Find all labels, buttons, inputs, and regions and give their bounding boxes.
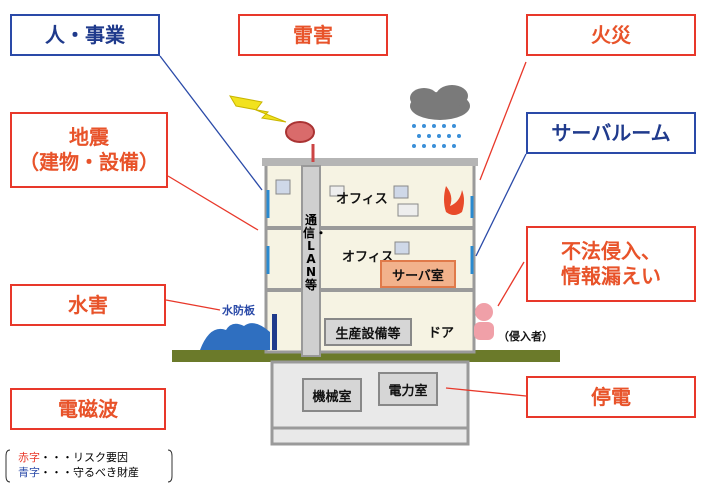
server-room-box: サーバ室 [380,260,456,288]
label-flood: 水害 [10,284,166,326]
fire-icon [444,186,464,215]
water-barrier [272,314,277,350]
legend-red-desc: ・・・リスク要因 [40,451,128,464]
electrical-room: 電力室 [378,372,438,406]
label-unauthorized: 不法侵入、 情報漏えい [526,226,696,302]
label-power-outage: 停電 [526,376,696,418]
label-fire: 火災 [526,14,696,56]
office-upper-label: オフィス [336,192,388,207]
label-server-room: サーバルーム [526,112,696,154]
machinery-room: 機械室 [302,378,362,412]
legend-blue-desc: ・・・守るべき財産 [40,466,139,479]
label-lightning: 雷害 [238,14,388,56]
intruder-label: （侵入者） [498,330,553,343]
lightning-icon [228,95,287,123]
label-unauthorized-line1: 不法侵入、 [561,239,661,263]
door-label: ドア [428,326,455,341]
antenna-icon [285,121,315,143]
label-people-business: 人・事業 [10,14,160,56]
legend-red-term: 赤字 [18,451,40,464]
label-earthquake-line1: 地震 [69,125,109,149]
water-icon [200,323,270,350]
intruder-icon [475,303,493,321]
label-electromagnetic: 電磁波 [10,388,166,430]
comm-lan-label: 通信・LAN等 [303,213,328,292]
water-barrier-label: 水防板 [222,304,255,317]
legend-blue-term: 青字 [18,466,40,479]
production-box: 生産設備等 [324,318,412,346]
label-unauthorized-line2: 情報漏えい [561,264,661,288]
rain-icon [412,124,461,148]
comm-column [301,165,321,357]
label-earthquake-line2: （建物・設備） [19,150,159,174]
legend: 赤字・・・リスク要因 青字・・・守るべき財産 [10,450,139,480]
label-earthquake: 地震 （建物・設備） [10,112,168,188]
